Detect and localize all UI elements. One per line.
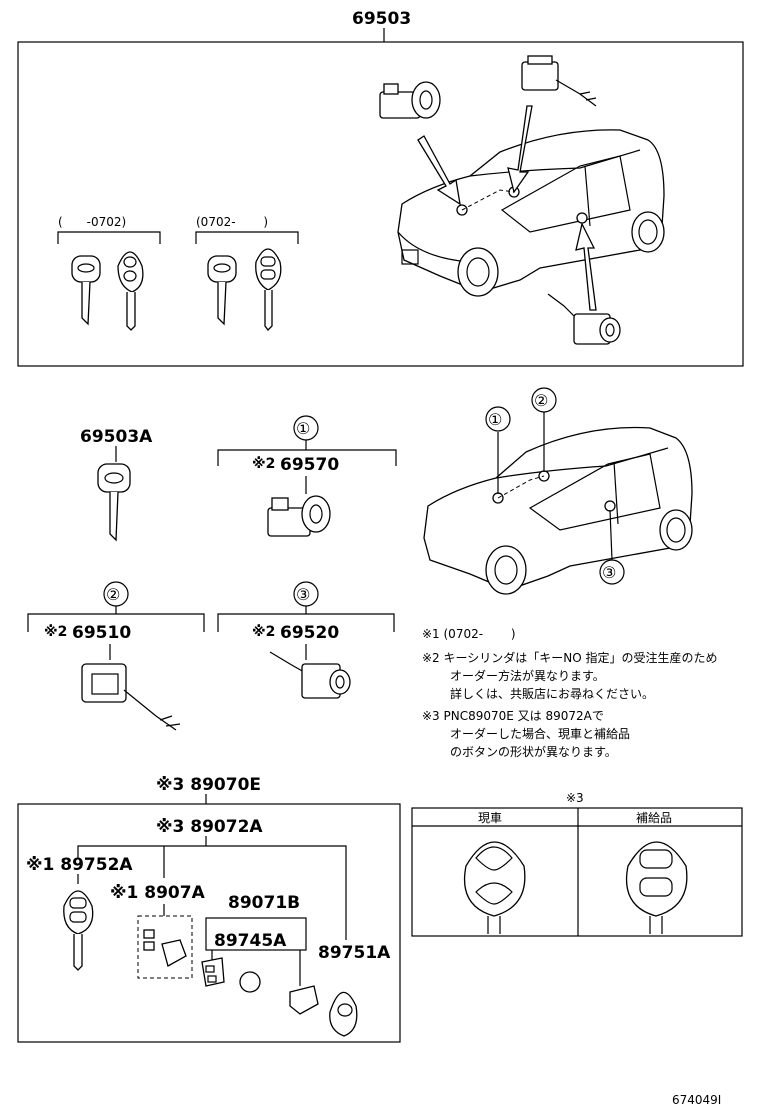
transmitter-inner-part: ※3 89072A bbox=[156, 817, 263, 837]
comparison-col-supply: 補給品 bbox=[636, 811, 672, 825]
transmitter-group: ※3 89070E ※3 89072A ※1 89752A ※1 8907A 8… bbox=[17, 775, 401, 1043]
key-icon bbox=[207, 255, 237, 326]
rear-lock-cylinder-icon bbox=[547, 293, 621, 345]
car-callout-1-label: ① bbox=[488, 410, 502, 429]
top-group: 69503 ( -0702) (0702- ) bbox=[17, 9, 744, 367]
cylinder-1-part-number: 69570 bbox=[280, 455, 339, 475]
key-set-1-range: ( -0702) bbox=[58, 215, 126, 229]
callout-circle-1 bbox=[485, 406, 511, 432]
remote-key-icon bbox=[255, 248, 282, 331]
battery-icon bbox=[239, 971, 261, 993]
callout-3-label: ③ bbox=[296, 585, 310, 604]
battery-group-part: 89071B bbox=[228, 893, 300, 913]
note-3-line-3: のボタンの形状が異なります。 bbox=[450, 744, 617, 759]
note-2-line-2: オーダー方法が異なります。 bbox=[450, 668, 605, 683]
callout-1-label: ① bbox=[296, 419, 310, 438]
cylinder-1-group: ① ※2 69570 bbox=[217, 415, 397, 537]
button-pad-icon bbox=[201, 957, 225, 987]
callout-circle-3 bbox=[599, 559, 625, 585]
rear-lock-cylinder-icon bbox=[269, 651, 351, 699]
door-lock-cylinder-icon bbox=[521, 55, 597, 107]
car-illustration bbox=[397, 129, 665, 297]
key-icon bbox=[71, 255, 101, 326]
car-callout-2-label: ② bbox=[534, 391, 548, 410]
comparison-col-current: 現車 bbox=[478, 811, 502, 825]
arrow-to-ignition bbox=[417, 135, 461, 206]
remote-case-icon bbox=[329, 991, 358, 1037]
top-group-part-number: 69503 bbox=[352, 9, 411, 29]
cylinder-3-part-number: 69520 bbox=[280, 623, 339, 643]
top-group-frame bbox=[17, 41, 744, 367]
battery-part: 89745A bbox=[214, 931, 287, 951]
cylinder-3-group: ③ ※2 69520 bbox=[217, 581, 395, 699]
arrow-to-door-lock bbox=[507, 105, 533, 194]
key-blank-group: 69503A bbox=[80, 427, 153, 542]
remote-key-icon bbox=[117, 251, 144, 331]
transmitter-sub-part: ※1 8907A bbox=[110, 883, 206, 903]
transmitter-outer-part: ※3 89070E bbox=[156, 775, 261, 795]
note-3-line-1: ※3 PNC89070E 又は 89072Aで bbox=[422, 709, 604, 723]
door-lock-cylinder-icon bbox=[81, 663, 181, 731]
comparison-title: ※3 bbox=[566, 791, 584, 805]
comparison-table: ※3 現車 補給品 bbox=[411, 791, 743, 937]
key-cover-icon bbox=[289, 985, 319, 1015]
illustration-id: 674049I bbox=[672, 1093, 721, 1107]
car-location-illustration bbox=[423, 412, 693, 595]
ignition-cylinder-icon bbox=[379, 81, 441, 119]
notes-block: ※1 (0702- ) ※2 キーシリンダは「キーNO 指定」の受注生産のため … bbox=[422, 627, 718, 759]
current-remote-icon bbox=[463, 841, 526, 934]
car-callout-3-label: ③ bbox=[602, 563, 616, 582]
transmitter-frame bbox=[17, 803, 401, 1043]
ignition-cylinder-icon bbox=[267, 495, 331, 537]
arrow-to-rear-lock bbox=[575, 222, 597, 311]
note-3-line-2: オーダーした場合、現車と補給品 bbox=[450, 726, 630, 741]
callout-circle-2 bbox=[531, 387, 557, 413]
remote-key-icon bbox=[63, 890, 94, 971]
cylinder-1-note-mark: ※2 bbox=[252, 456, 275, 472]
key-set-2-range: (0702- ) bbox=[196, 215, 268, 229]
note-2-line-1: ※2 キーシリンダは「キーNO 指定」の受注生産のため bbox=[422, 650, 718, 665]
transmitter-key-part: ※1 89752A bbox=[26, 855, 133, 875]
cylinder-2-note-mark: ※2 bbox=[44, 624, 67, 640]
note-2-line-3: 詳しくは、共販店にお尋ねください。 bbox=[450, 686, 654, 701]
case-part: 89751A bbox=[318, 943, 391, 963]
transponder-board-icon bbox=[137, 915, 193, 979]
cylinder-2-part-number: 69510 bbox=[72, 623, 131, 643]
cylinder-2-group: ② ※2 69510 bbox=[27, 581, 205, 731]
key-blank-part-number: 69503A bbox=[80, 427, 153, 447]
supply-remote-icon bbox=[625, 841, 688, 934]
callout-2-label: ② bbox=[106, 585, 120, 604]
cylinder-3-note-mark: ※2 bbox=[252, 624, 275, 640]
note-1: ※1 (0702- ) bbox=[422, 627, 516, 641]
